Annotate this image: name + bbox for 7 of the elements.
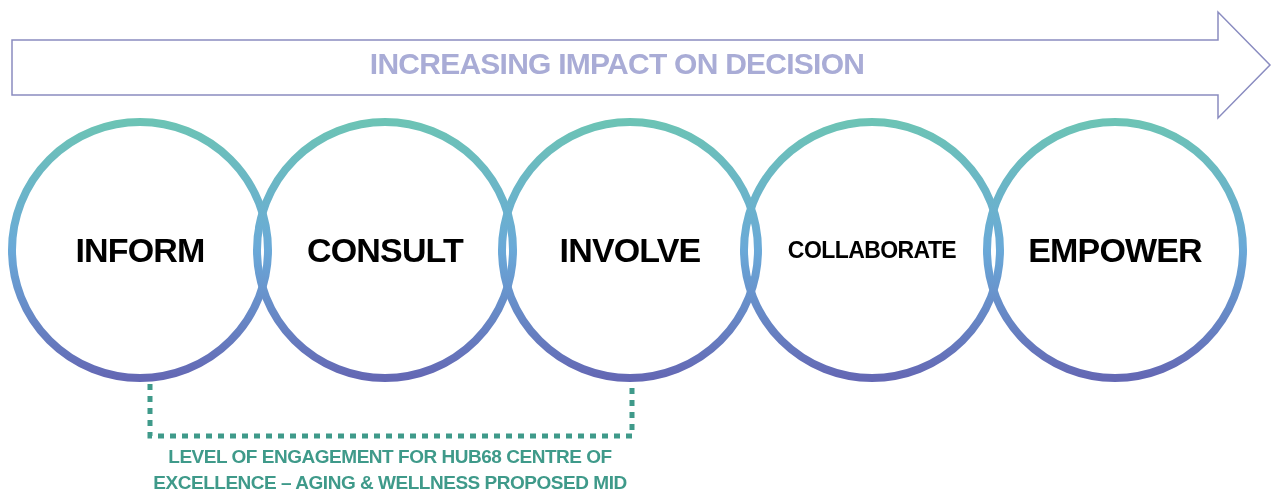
- stage-label: COLLABORATE: [787, 235, 957, 265]
- stage-label: INVOLVE: [559, 229, 701, 271]
- stage-label: CONSULT: [307, 229, 463, 271]
- bracket-caption: LEVEL OF ENGAGEMENT FOR HUB68 CENTRE OF EXCELLENCE – AGING & WELLNESS PROPOSED MID: [152, 445, 628, 495]
- stage-label: EMPOWER: [1028, 229, 1202, 271]
- stage-label: INFORM: [75, 229, 205, 271]
- arrow-label: INCREASING IMPACT ON DECISION: [369, 45, 865, 82]
